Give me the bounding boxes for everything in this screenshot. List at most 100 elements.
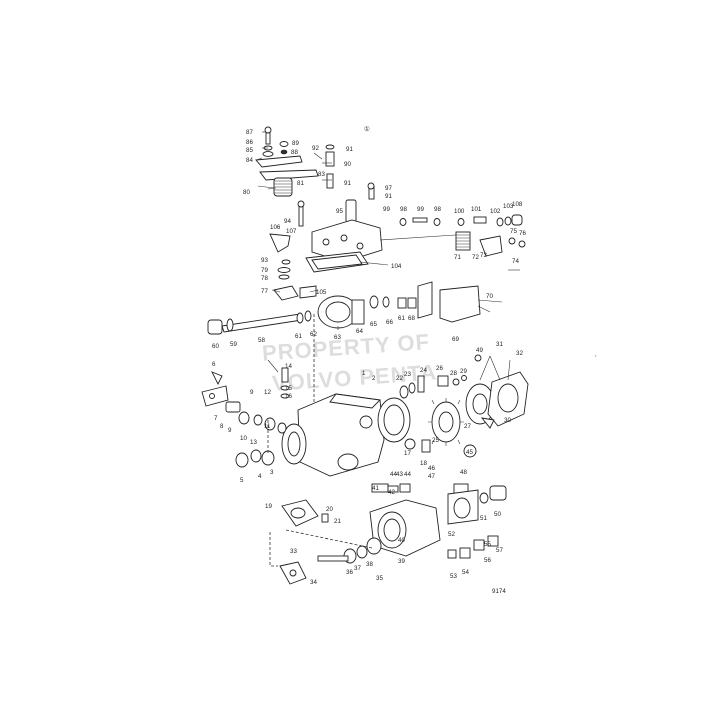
callout-62: 62 <box>310 331 317 338</box>
callout-103: 103 <box>503 203 514 210</box>
callout-45: 45 <box>466 449 473 456</box>
callout-2: 2 <box>372 375 376 382</box>
gear-25 <box>428 398 464 446</box>
callout-102: 102 <box>490 208 501 215</box>
callout-31: 31 <box>496 341 503 348</box>
callout-70: 70 <box>486 293 493 300</box>
governor-cover-assembly <box>255 126 526 301</box>
spring-71 <box>455 231 471 251</box>
callout-80: 80 <box>243 189 250 196</box>
drawing-number: 9174 <box>492 588 506 595</box>
callout-92: 92 <box>312 145 319 152</box>
watermark-line-1: PROPERTY OF <box>261 329 431 366</box>
callout-86: 86 <box>246 139 253 146</box>
callout-95: 95 <box>336 208 343 215</box>
callout-58: 58 <box>258 337 265 344</box>
callout-48: 48 <box>460 469 467 476</box>
callout-104: 104 <box>391 263 402 270</box>
callout-12: 12 <box>264 389 271 396</box>
callout-72: 72 <box>472 254 479 261</box>
callout-38: 38 <box>366 561 373 568</box>
callout-57: 57 <box>496 547 503 554</box>
callout-61a: 61 <box>295 333 302 340</box>
callout-29: 29 <box>460 368 467 375</box>
figure-reference: ① <box>364 125 370 133</box>
callout-21: 21 <box>334 518 341 525</box>
callout-24: 24 <box>420 367 427 374</box>
callout-63: 63 <box>334 334 341 341</box>
callout-99b: 99 <box>417 206 424 213</box>
callout-105: 105 <box>316 289 327 296</box>
callout-10: 10 <box>240 435 247 442</box>
stray-mark: , <box>595 351 597 358</box>
callout-79: 79 <box>261 267 268 274</box>
callout-30: 30 <box>504 417 511 424</box>
callout-73: 73 <box>480 252 487 259</box>
hydraulic-head-assembly <box>267 420 507 585</box>
callout-20: 20 <box>326 506 333 513</box>
mounting-bracket-7 <box>201 385 229 407</box>
callout-14: 14 <box>285 363 292 370</box>
callout-83: 83 <box>318 171 325 178</box>
callout-8: 8 <box>220 423 224 430</box>
callout-36: 36 <box>346 569 353 576</box>
callout-51: 51 <box>480 515 487 522</box>
callout-13: 13 <box>250 439 257 446</box>
callout-44b: 44 <box>404 471 411 478</box>
lever-106 <box>269 233 291 253</box>
bracket-69 <box>417 281 433 319</box>
callout-3: 3 <box>270 469 274 476</box>
callout-91b: 91 <box>344 180 351 187</box>
callout-65: 65 <box>370 321 377 328</box>
callout-7: 7 <box>214 415 218 422</box>
callout-94: 94 <box>284 218 291 225</box>
pump-housing <box>201 367 431 527</box>
callout-18: 18 <box>420 460 427 467</box>
callout-35: 35 <box>376 575 383 582</box>
callout-78: 78 <box>261 275 268 282</box>
pin-90 <box>325 151 335 167</box>
callout-11: 11 <box>264 423 271 430</box>
callout-9b: 9 <box>228 427 232 434</box>
callout-41: 41 <box>372 485 379 492</box>
callout-99a: 99 <box>383 206 390 213</box>
callout-34: 34 <box>310 579 317 586</box>
callout-37: 37 <box>354 565 361 572</box>
callout-26: 26 <box>436 365 443 372</box>
callout-60: 60 <box>212 343 219 350</box>
callout-61b: 61 <box>398 315 405 322</box>
callout-52: 52 <box>448 531 455 538</box>
callout-23: 23 <box>404 371 411 378</box>
callout-55: 55 <box>484 541 491 548</box>
callout-81: 81 <box>297 180 304 187</box>
lever-84 <box>255 155 303 168</box>
callout-16: 16 <box>285 393 292 400</box>
callout-108: 108 <box>512 201 523 208</box>
callout-89: 89 <box>292 140 299 147</box>
callout-49: 49 <box>476 347 483 354</box>
callout-44: 44 <box>390 471 397 478</box>
callout-6: 6 <box>212 361 216 368</box>
callout-19: 19 <box>265 503 272 510</box>
flyweight-assembly-63 <box>317 295 365 329</box>
drive-shaft-58 <box>221 313 303 333</box>
callout-4: 4 <box>258 473 262 480</box>
callout-107: 107 <box>286 228 297 235</box>
callout-85: 85 <box>246 147 253 154</box>
transfer-pump-assembly <box>377 354 529 458</box>
callout-25: 25 <box>432 437 439 444</box>
callout-28: 28 <box>450 370 457 377</box>
callout-54: 54 <box>462 569 469 576</box>
callout-1: 1 <box>362 370 366 377</box>
callout-labels: 87 86 85 84 80 89 88 83 81 92 91 90 91 9… <box>212 129 526 586</box>
callout-64: 64 <box>356 328 363 335</box>
callout-101: 101 <box>471 206 482 213</box>
callout-98b: 98 <box>434 206 441 213</box>
callout-59: 59 <box>230 341 237 348</box>
callout-50: 50 <box>494 511 501 518</box>
callout-47: 47 <box>428 473 435 480</box>
callout-87: 87 <box>246 129 253 136</box>
callout-77: 77 <box>261 288 268 295</box>
callout-39: 39 <box>398 558 405 565</box>
